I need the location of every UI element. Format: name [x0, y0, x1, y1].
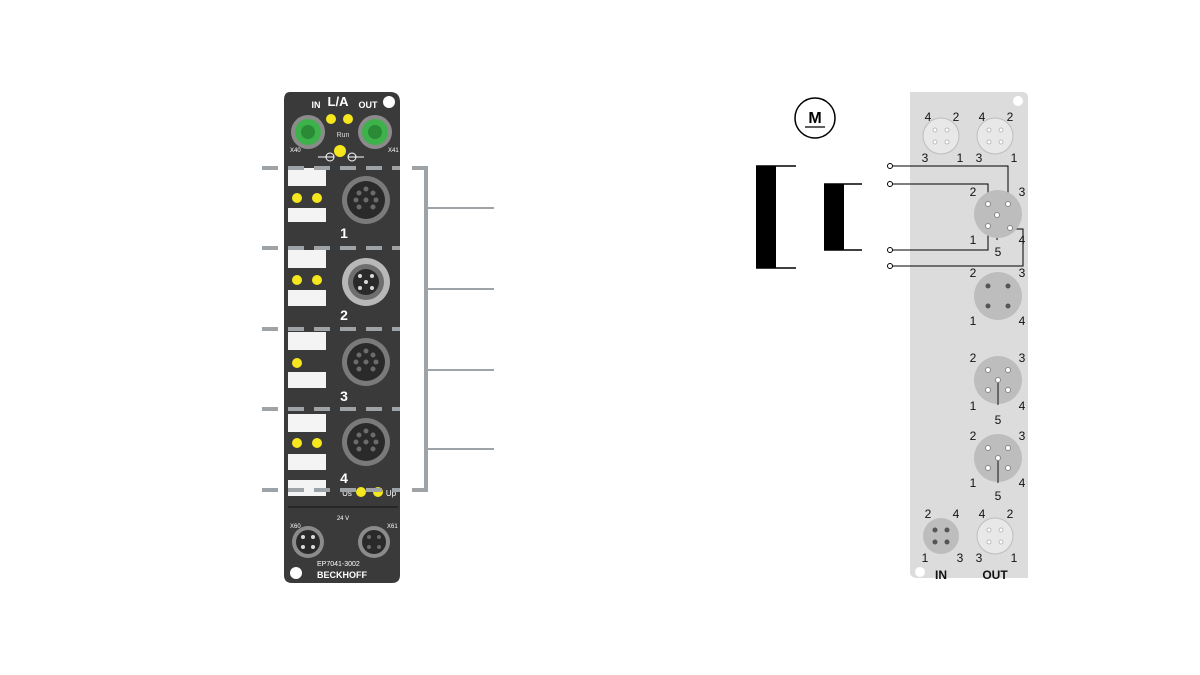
svg-text:2: 2	[970, 351, 977, 365]
svg-text:2: 2	[925, 507, 932, 521]
svg-text:1: 1	[1011, 151, 1018, 165]
svg-text:3: 3	[1019, 351, 1026, 365]
ethercat-direction-symbol	[318, 152, 364, 162]
slot-1-label-plate	[288, 168, 326, 186]
ethercat-out-connector	[358, 115, 392, 149]
svg-text:4: 4	[979, 507, 986, 521]
wire-terminals	[887, 163, 893, 269]
svg-text:1: 1	[957, 151, 964, 165]
schematic-power-out: 4 2 3 1 OUT	[976, 507, 1018, 582]
svg-text:1: 1	[970, 233, 977, 247]
svg-text:2: 2	[970, 266, 977, 280]
slot-dash-lines	[262, 166, 400, 492]
slot-3: 3	[288, 332, 390, 404]
svg-text:2: 2	[970, 185, 977, 199]
slot-2-number: 2	[340, 307, 348, 323]
svg-text:4: 4	[925, 110, 932, 124]
svg-text:4: 4	[1019, 476, 1026, 490]
power-label: 24 V	[337, 516, 349, 522]
ethercat-in-connector	[291, 115, 325, 149]
svg-text:3: 3	[976, 551, 983, 565]
svg-text:5: 5	[995, 413, 1002, 427]
power-in-connector	[292, 526, 324, 558]
x41-label: X41	[388, 148, 399, 154]
svg-text:4: 4	[1019, 399, 1026, 413]
mounting-hole-top	[383, 96, 395, 108]
svg-text:1: 1	[970, 476, 977, 490]
svg-text:1: 1	[1011, 551, 1018, 565]
svg-text:4: 4	[953, 507, 960, 521]
slot-4: 4	[288, 414, 390, 486]
slot-4-number: 4	[340, 470, 348, 486]
mounting-hole-bottom	[290, 567, 302, 579]
svg-text:3: 3	[976, 151, 983, 165]
svg-text:4: 4	[1019, 314, 1026, 328]
coil-b	[824, 184, 844, 250]
led-slot-2b	[312, 275, 322, 285]
slot-2: 2	[288, 250, 390, 323]
svg-text:1: 1	[922, 551, 929, 565]
in-label: IN	[312, 100, 321, 110]
slot-1: 1	[288, 168, 390, 241]
bracket-leader-lines	[426, 207, 494, 450]
svg-text:2: 2	[1007, 507, 1014, 521]
schematic-connector-2: 2 3 1 4	[970, 266, 1026, 328]
svg-text:2: 2	[970, 429, 977, 443]
schematic-out-label: OUT	[982, 568, 1008, 582]
schematic-connector-3: 2 3 1 4 5	[970, 351, 1026, 427]
svg-text:4: 4	[979, 110, 986, 124]
led-slot-2a	[292, 275, 302, 285]
svg-text:1: 1	[970, 399, 977, 413]
led-slot-4a	[292, 438, 302, 448]
svg-text:4: 4	[1019, 233, 1026, 247]
led-la-out	[343, 114, 353, 124]
brand-label: BECKHOFF	[317, 570, 367, 580]
svg-text:M: M	[808, 110, 821, 127]
model-label: EP7041-3002	[317, 561, 360, 568]
la-label: L/A	[328, 94, 350, 109]
us-label: Us	[342, 489, 352, 498]
schematic-ethercat-in-top: 4 2 3 1	[922, 110, 964, 165]
slot-3-number: 3	[340, 388, 348, 404]
svg-text:3: 3	[1019, 429, 1026, 443]
motor-symbol: M	[794, 97, 836, 139]
schematic-connector-1: 2 3 1 4 5	[970, 185, 1026, 259]
svg-text:5: 5	[995, 245, 1002, 259]
led-slot-4b	[312, 438, 322, 448]
led-slot-1a	[292, 193, 302, 203]
x60-label: X60	[290, 524, 301, 530]
led-slot-3	[292, 358, 302, 368]
svg-text:3: 3	[1019, 185, 1026, 199]
run-label: Run	[337, 132, 350, 139]
coil-a	[756, 166, 776, 268]
svg-text:3: 3	[922, 151, 929, 165]
schematic-ethercat-out-top: 4 2 3 1	[976, 110, 1018, 165]
slot-1-number: 1	[340, 225, 348, 241]
up-label: Up	[386, 489, 397, 498]
ep7041-device: L/A IN OUT Run X40 X41	[262, 92, 494, 583]
led-us	[356, 487, 366, 497]
out-label: OUT	[359, 100, 379, 110]
connection-schematic: M 4 2 3 1	[756, 92, 1028, 582]
svg-text:3: 3	[1019, 266, 1026, 280]
schematic-in-label: IN	[935, 568, 947, 582]
svg-text:2: 2	[953, 110, 960, 124]
schematic-connector-4: 2 3 1 4 5	[970, 429, 1026, 503]
svg-text:5: 5	[995, 489, 1002, 503]
svg-text:3: 3	[957, 551, 964, 565]
x61-label: X61	[387, 524, 398, 530]
svg-text:1: 1	[970, 314, 977, 328]
power-out-connector	[358, 526, 390, 558]
x40-label: X40	[290, 148, 301, 154]
slot-bracket	[412, 166, 428, 492]
schematic-power-in: 2 4 1 3 IN	[922, 507, 964, 582]
led-la-in	[326, 114, 336, 124]
led-slot-1b	[312, 193, 322, 203]
svg-text:2: 2	[1007, 110, 1014, 124]
led-run	[334, 145, 346, 157]
